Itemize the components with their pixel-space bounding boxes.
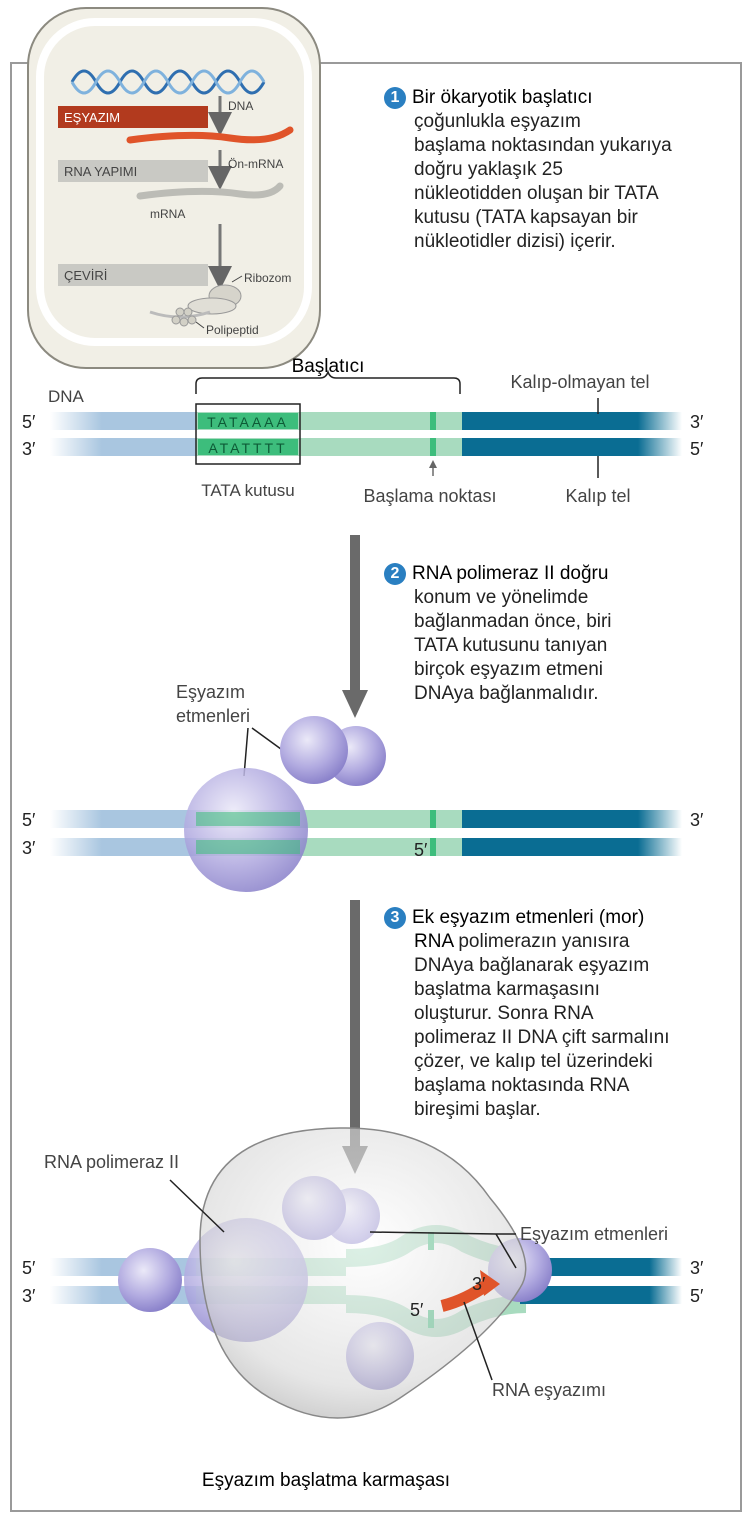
transcription-factor-ball <box>118 1248 182 1312</box>
promoter-bracket <box>195 369 461 394</box>
rna-five-prime: 5′ <box>410 1300 424 1320</box>
step2-line: konum ve yönelimde <box>414 587 589 608</box>
step3-line: başlatma karmaşasını <box>414 979 600 1000</box>
step3-number-icon: 3 <box>384 907 406 929</box>
factors-label: Eşyazım etmenleri <box>520 1224 668 1244</box>
step2-number-icon: 2 <box>384 563 406 585</box>
five-prime-top: 5′ <box>22 810 36 830</box>
tata-box-frame <box>195 403 301 465</box>
step1-line: doğru yaklaşık 25 <box>414 159 563 180</box>
dna-helix-icon <box>70 69 266 95</box>
tata-bottom-sequence: ATATTTT <box>208 440 287 456</box>
step2-line: TATA kutusunu tanıyan <box>414 635 608 656</box>
translation-bar <box>58 264 208 286</box>
step1-line: nükleotidler dizisi) içerir. <box>414 231 616 252</box>
five-prime-top: 5′ <box>22 1258 36 1278</box>
step1-line: kutusu (TATA kapsayan bir <box>414 207 638 228</box>
step1-head: Bir ökaryotik başlatıcı <box>412 87 593 108</box>
ribosome-icon <box>149 284 242 319</box>
factors-label-line2: etmenleri <box>176 706 250 726</box>
step1-line: çoğunlukla eşyazım <box>414 111 581 132</box>
complex-label: Eşyazım başlatma karmaşası <box>202 1470 450 1491</box>
rna-polymerase-blob <box>199 1127 527 1419</box>
step3-line1-rest: polimerazın yanısıra <box>453 931 630 952</box>
inset-translation-label: ÇEVİRİ <box>64 268 107 283</box>
transcription-bar <box>58 106 208 128</box>
tata-top-sequence: TATAAAA <box>207 414 289 430</box>
step2-head: RNA polimeraz II doğru <box>412 563 609 584</box>
transcription-factor-ball <box>184 768 308 892</box>
five-prime-right: 5′ <box>690 1286 704 1306</box>
three-prime-bottom: 3′ <box>22 1286 36 1306</box>
factors-label-line1: Eşyazım <box>176 682 245 702</box>
three-prime-top: 3′ <box>690 1258 704 1278</box>
step3-head2: RNA <box>414 931 454 952</box>
dna-label: DNA <box>48 387 85 406</box>
tata-box-label: TATA kutusu <box>201 481 295 500</box>
inset-ribosome-label: Ribozom <box>244 271 291 285</box>
mrna-strand <box>136 182 284 200</box>
start-point-label: Başlama noktası <box>363 486 496 506</box>
five-prime-mid: 5′ <box>414 840 428 860</box>
transcript-label: RNA eşyazımı <box>492 1380 606 1400</box>
initiation-complex-diagram: 5′ 3′ 5′ 3′ 3′ 5′ RNA polimeraz II Eşyaz… <box>22 1127 704 1491</box>
step3-line: çözer, ve kalıp tel üzerindeki <box>414 1051 653 1072</box>
promoter-label: Başlatıcı <box>292 356 365 377</box>
inset-rna-processing-label: RNA YAPIMI <box>64 164 137 179</box>
step2-line: DNAya bağlanmalıdır. <box>414 683 599 704</box>
nontemplate-strand-label: Kalıp-olmayan tel <box>510 372 649 392</box>
step2-line: birçok eşyazım etmeni <box>414 659 604 680</box>
three-prime-bottom: 3′ <box>22 439 36 459</box>
step3-head: Ek eşyazım etmenleri (mor) <box>412 907 645 928</box>
five-prime-right: 5′ <box>690 439 704 459</box>
three-prime-top: 3′ <box>690 412 704 432</box>
polymerase-label: RNA polimeraz II <box>44 1152 179 1172</box>
step3-line: bireşimi başlar. <box>414 1099 541 1120</box>
rna-three-prime: 3′ <box>472 1274 486 1294</box>
step2-line: bağlanmadan önce, biri <box>414 611 612 632</box>
inset-dna-label: DNA <box>228 99 253 113</box>
factors-binding-diagram: Eşyazım etmenleri 5′ 3′ 3′ 5′ <box>22 682 704 892</box>
three-prime-top: 3′ <box>690 810 704 830</box>
inset-pre-mrna-label: Ön-mRNA <box>228 157 283 171</box>
step3-line: oluşturur. Sonra RNA <box>414 1003 594 1024</box>
transcription-factor-ball <box>280 716 348 784</box>
five-prime-top: 5′ <box>22 412 36 432</box>
step2-text: 2 RNA polimeraz II doğru konum ve yönelim… <box>384 562 724 706</box>
step3-text: 3 Ek eşyazım etmenleri (mor) RNA polimera… <box>384 906 724 1122</box>
inset-polypeptide-label: Polipeptid <box>206 323 259 337</box>
step1-line: nükleotidden oluşan bir TATA <box>414 183 659 204</box>
polypeptide-icon <box>171 307 197 327</box>
rna-processing-bar <box>58 160 208 182</box>
inset-mrna-label: mRNA <box>150 207 185 221</box>
promoter-diagram: Başlatıcı DNA Kalıp-olmayan tel TATAAAA … <box>22 356 704 506</box>
template-strand-label: Kalıp tel <box>565 486 630 506</box>
cell-inset: EŞYAZIM RNA YAPIMI ÇEVİRİ DNA Ön-mRNA mR… <box>27 7 321 369</box>
step1-text: 1 Bir ökaryotik başlatıcı çoğunlukla eşya… <box>384 86 724 254</box>
pre-mrna-strand <box>126 126 294 144</box>
step3-line: polimeraz II DNA çift sarmalını <box>414 1027 670 1048</box>
step1-number-icon: 1 <box>384 87 406 109</box>
three-prime-bottom: 3′ <box>22 838 36 858</box>
diagram-frame <box>10 62 742 1512</box>
inset-transcription-label: EŞYAZIM <box>64 110 120 125</box>
step3-line: başlama noktasında RNA <box>414 1075 630 1096</box>
step3-line: DNAya bağlanarak eşyazım <box>414 955 650 976</box>
down-arrow-icon <box>342 535 368 718</box>
step1-line: başlama noktasından yukarıya <box>414 135 672 156</box>
